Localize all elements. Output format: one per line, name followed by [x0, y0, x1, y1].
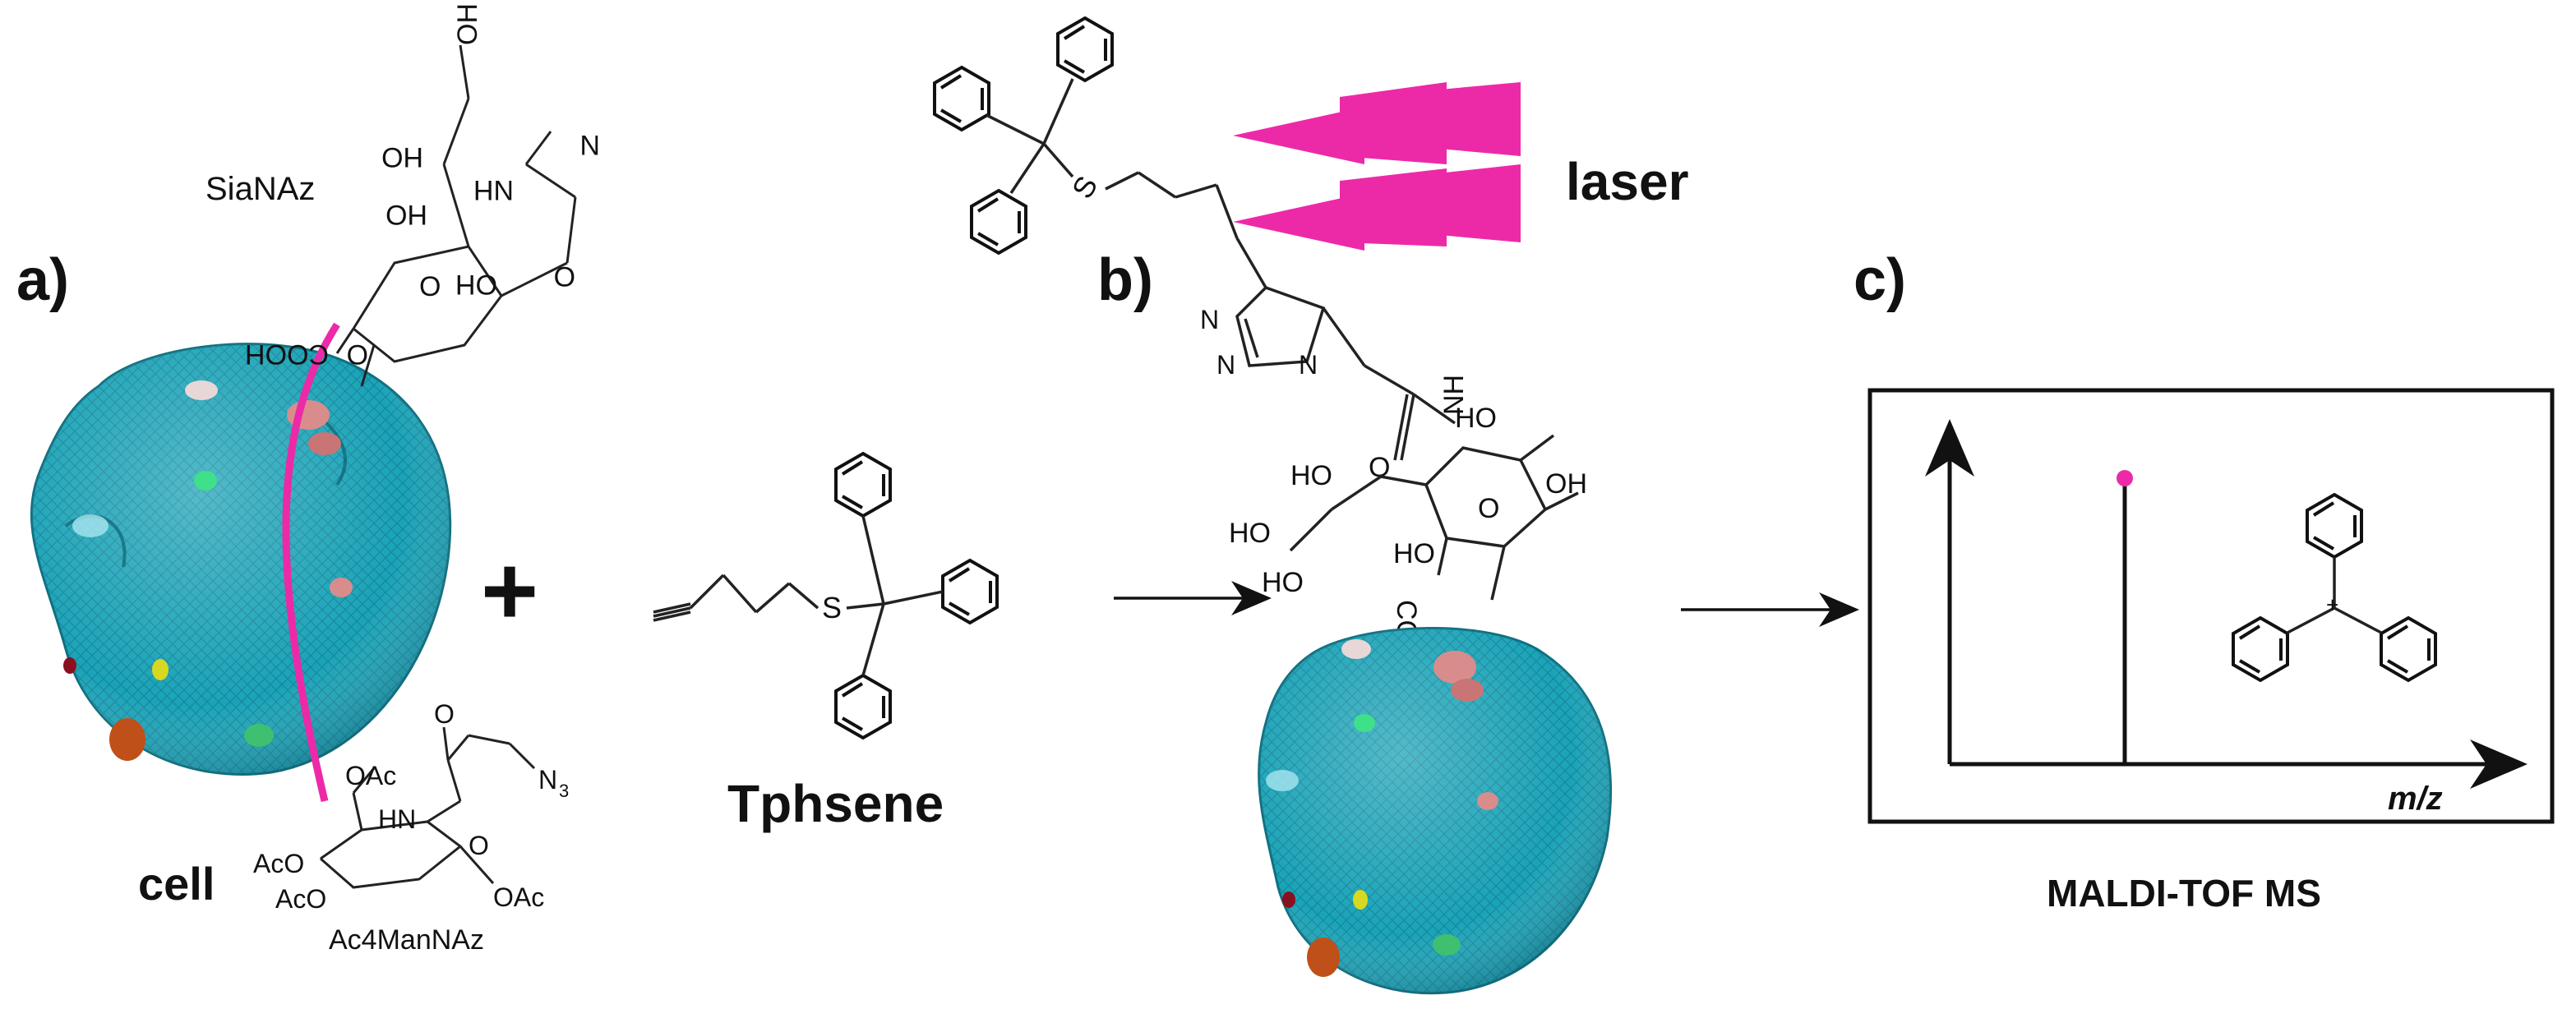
chem-n-triazole-3: N — [1299, 350, 1318, 380]
chem-n3-1: N — [579, 129, 600, 160]
chem-n3-2-sub: 3 — [559, 781, 569, 801]
laser-trace-line — [282, 322, 340, 803]
sianaz-structure — [335, 44, 577, 387]
mass-spectrum-icon — [1867, 388, 2555, 824]
chem-cooh-1: COOH — [245, 339, 329, 370]
chem-ho-5: HO — [1262, 567, 1304, 598]
chem-o-link-1: O — [347, 339, 368, 370]
plus-sign: + — [481, 536, 538, 646]
chem-o-ring-3: O — [1478, 493, 1499, 524]
ac4mannaz-label: Ac4ManNAz — [329, 924, 484, 956]
tphsene-structure — [653, 574, 884, 622]
chem-hn-1: HN — [378, 804, 416, 834]
cell-label: cell — [138, 858, 215, 910]
chem-s-1: S — [822, 591, 842, 624]
chem-n3-2: N — [538, 765, 557, 795]
chem-ho-2: HO — [385, 199, 427, 230]
chem-nh-2: NH — [1438, 375, 1470, 415]
chem-aco-2: AcO — [275, 884, 326, 914]
mz-axis-label: m/z — [2388, 781, 2443, 817]
laser-label: laser — [1566, 152, 1688, 211]
tphsene-label: Tphsene — [727, 774, 944, 833]
chem-n-triazole-2: N — [1216, 350, 1235, 380]
chem-ho-4: HO — [1229, 518, 1271, 549]
panel-label-a: a) — [16, 247, 69, 313]
cation-charge: + — [2326, 592, 2338, 617]
chem-oac-2: OAc — [493, 882, 544, 912]
cell-sphere-icon-b — [1258, 627, 1613, 995]
chem-o-carbonyl-1: O — [554, 260, 575, 292]
cell-sphere-icon — [30, 343, 452, 776]
chem-o-ring-1: O — [419, 271, 441, 302]
chem-oh-2: OH — [455, 269, 497, 300]
chem-ho-1: HO — [381, 141, 423, 173]
chem-nh-1: NH — [473, 174, 514, 205]
chem-o-ring-2: O — [469, 831, 489, 860]
chem-ho-7: HO — [1455, 403, 1497, 434]
ac4mannaz-structure — [320, 726, 536, 889]
chem-oac-1: OAc — [345, 761, 396, 790]
chem-oh-1: OH — [452, 3, 483, 45]
chem-o-carbonyl-2: O — [434, 699, 455, 729]
maldi-label: MALDI-TOF MS — [2047, 872, 2321, 915]
chem-ho-6: HO — [1393, 538, 1435, 569]
ms-peak-dot — [2117, 470, 2133, 486]
chem-n-triazole-1: N — [1200, 305, 1219, 334]
panel-label-c: c) — [1854, 247, 1906, 313]
panel-label-b: b) — [1097, 247, 1153, 313]
chem-oh-3: OH — [1545, 468, 1587, 500]
trityl-cation-icon — [2232, 493, 2437, 682]
chem-aco-1: AcO — [253, 849, 304, 878]
laser-beam-icon — [1233, 82, 1521, 251]
sianaz-label: SiaNAz — [205, 171, 315, 207]
chem-ho-3: HO — [1290, 460, 1332, 491]
